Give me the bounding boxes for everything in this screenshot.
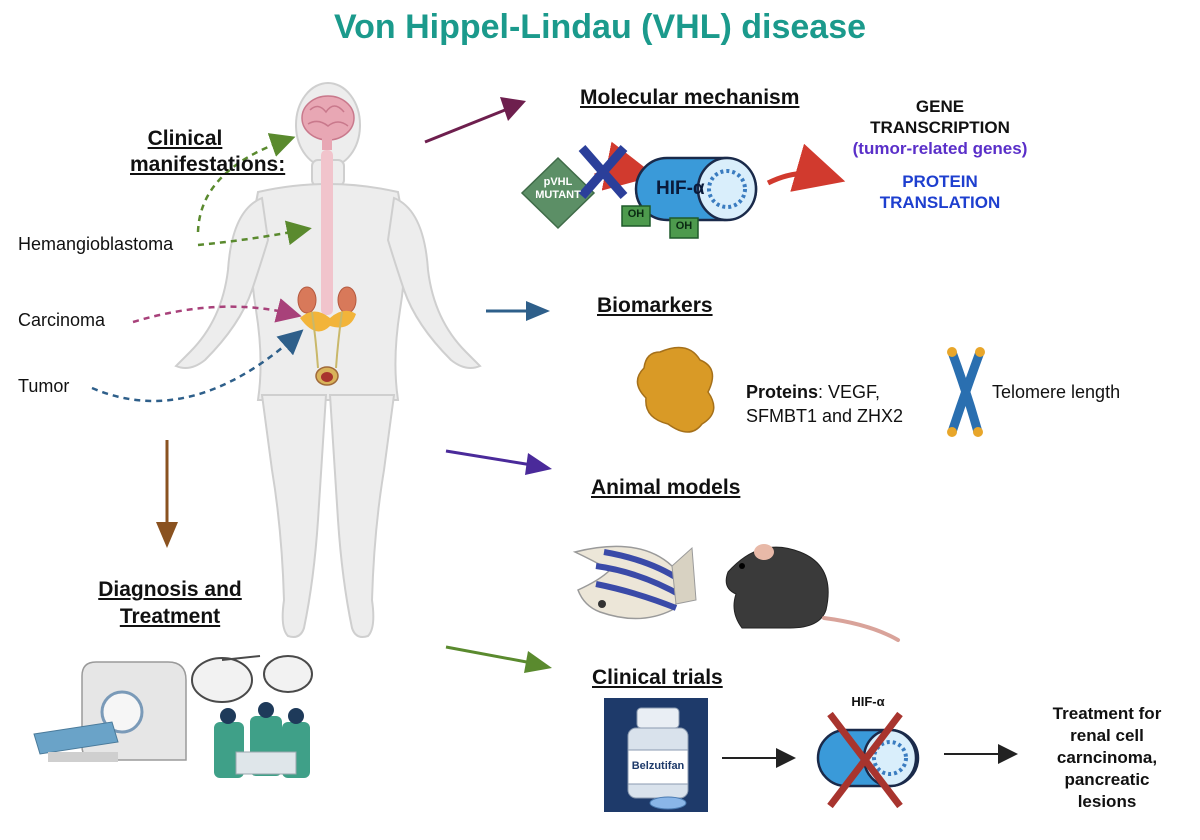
pvhl-mutant-label: pVHL MUTANT <box>522 176 594 202</box>
hif-alpha-label: HIF-α <box>656 178 705 199</box>
arrow-to-molecular <box>424 97 526 144</box>
diagnosis-treatment-heading: Diagnosis and Treatment <box>84 576 256 630</box>
animal-models-heading: Animal models <box>591 476 741 499</box>
mri-scanner-icon <box>33 661 187 762</box>
oh-group-2 <box>669 217 699 239</box>
oh-group-1 <box>621 205 651 227</box>
treatment-line4: pancreatic <box>1064 770 1150 789</box>
body-left-arm <box>174 196 270 369</box>
gene-line2: TRANSCRIPTION <box>870 118 1010 137</box>
spinal-cord <box>321 150 333 315</box>
tumor-label: Tumor <box>18 376 70 396</box>
body-right-leg <box>328 394 396 638</box>
telomere-length-label: Telomere length <box>992 382 1121 402</box>
protein-line1: PROTEIN <box>902 172 978 191</box>
treatment-line2: renal cell <box>1070 726 1144 745</box>
blocked-hif-capsule <box>816 711 920 809</box>
proteins-line2: SFMBT1 and ZHX2 <box>746 406 904 426</box>
protein-blob-icon <box>636 346 715 433</box>
arrow-to-animal-models <box>445 449 552 475</box>
oh-label-1: OH <box>627 208 645 220</box>
brain-illustration <box>301 95 355 150</box>
oh-label-2: OH <box>675 220 693 232</box>
pvhl-line2: MUTANT <box>535 189 581 201</box>
blocked-cross-icon <box>578 145 628 199</box>
treatment-line3: carncinoma, <box>1056 748 1158 767</box>
treatment-line1: Treatment for <box>1052 704 1162 723</box>
proteins-rest-label: : VEGF, <box>818 382 881 402</box>
carcinoma-label: Carcinoma <box>18 310 106 330</box>
trial-hif-alpha-label: HIF-α <box>851 694 885 709</box>
surgery-team-icon <box>191 655 313 778</box>
diagnosis-heading-line1: Diagnosis and <box>98 578 242 601</box>
hif-to-gene-red-arrow <box>766 143 846 192</box>
clinical-trials-heading: Clinical trials <box>592 666 723 689</box>
zebrafish-icon <box>572 545 697 620</box>
clinical-manifestations-heading: Clinical manifestations: <box>130 126 286 178</box>
pvhl-line1: pVHL <box>543 176 573 188</box>
treatment-line5: lesions <box>1077 792 1137 811</box>
belzutifan-label: Belzutifan <box>631 760 685 772</box>
body-right-arm <box>386 196 482 369</box>
proteins-bold-label: Proteins <box>746 382 819 402</box>
gene-line3: (tumor-related genes) <box>852 139 1028 158</box>
kidneys-illustration <box>297 286 357 386</box>
clinical-heading-line2: manifestations: <box>130 153 286 176</box>
gene-transcription-box: GENE TRANSCRIPTION (tumor-related genes)… <box>820 96 1060 213</box>
pvhl-mutant-diamond <box>520 156 596 230</box>
hemangioblastoma-arrow-spine <box>197 220 312 247</box>
proteins-label: Proteins: VEGF, SFMBT1 and ZHX2 <box>746 380 903 428</box>
chromosome-icon <box>947 347 985 437</box>
diagram-title: Von Hippel-Lindau (VHL) disease <box>333 8 867 46</box>
biomarkers-heading: Biomarkers <box>597 294 713 317</box>
treatment-outcome-text: Treatment for renal cell carncinoma, pan… <box>1022 703 1192 813</box>
hemangioblastoma-label: Hemangioblastoma <box>18 234 174 254</box>
protein-line2: TRANSLATION <box>879 193 1001 212</box>
hemangioblastoma-arrow-brain <box>196 133 296 233</box>
carcinoma-arrow <box>132 298 302 324</box>
hif-alpha-capsule <box>634 156 758 222</box>
body-left-leg <box>260 394 328 638</box>
mouse-icon <box>725 544 900 642</box>
belzutifan-bottle-icon <box>604 698 708 812</box>
clinical-heading-line1: Clinical <box>147 127 223 150</box>
arrow-to-biomarkers <box>486 301 550 321</box>
diagnosis-heading-line2: Treatment <box>119 605 221 628</box>
molecular-mechanism-heading: Molecular mechanism <box>580 86 800 109</box>
arrow-to-clinical-trials <box>445 645 552 673</box>
tumor-arrow <box>91 329 304 403</box>
gene-line1: GENE <box>915 97 965 116</box>
diagnosis-down-arrow <box>156 440 178 548</box>
